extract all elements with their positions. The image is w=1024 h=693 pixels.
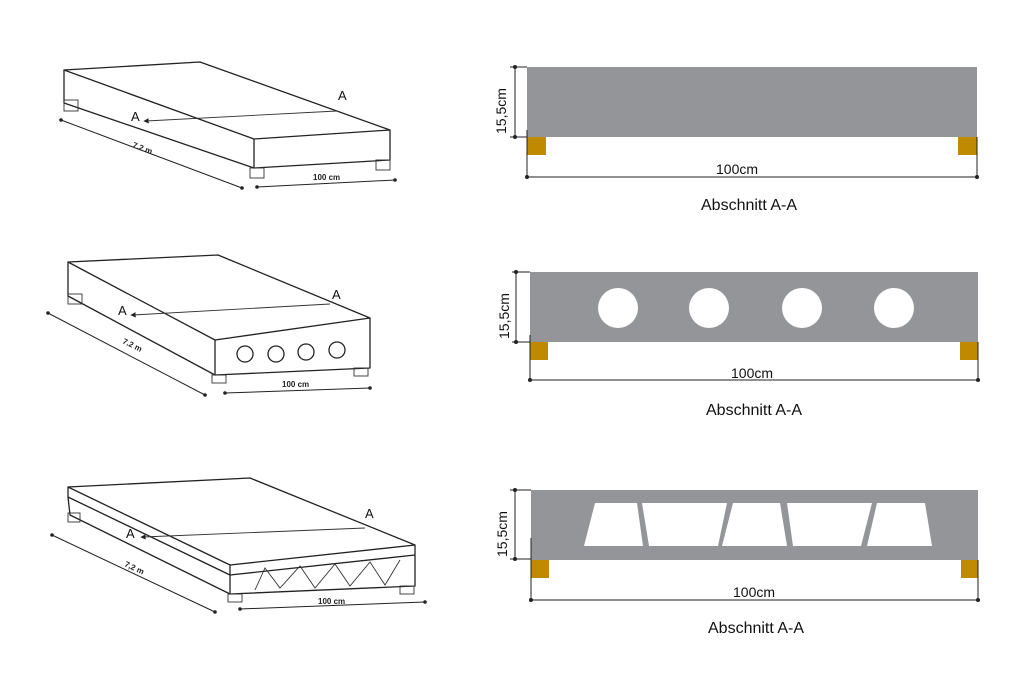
hollow-core bbox=[782, 288, 822, 328]
section-line bbox=[130, 303, 331, 318]
section-solid-slab: 15,5cm 100cm Abschnitt A-A bbox=[493, 65, 979, 214]
support-block bbox=[375, 159, 391, 171]
support-block bbox=[249, 167, 265, 179]
height-label: 15,5cm bbox=[496, 293, 512, 339]
void bbox=[722, 503, 787, 546]
height-label: 15,5cm bbox=[494, 511, 510, 557]
length-dimension bbox=[60, 119, 243, 189]
section-caption: Abschnitt A-A bbox=[708, 620, 804, 637]
width-label: 100 cm bbox=[313, 173, 340, 182]
width-label: 100cm bbox=[733, 584, 775, 600]
section-caption: Abschnitt A-A bbox=[701, 197, 797, 214]
length-label: 7.2 m bbox=[131, 140, 153, 156]
slab-section bbox=[527, 67, 977, 137]
support bbox=[530, 342, 548, 360]
hollow-cores bbox=[236, 341, 346, 363]
section-marker: A bbox=[126, 526, 135, 541]
section-hollow-core-slab: 15,5cm 100cm Abschnitt A-A bbox=[496, 270, 980, 419]
width-label: 100cm bbox=[716, 161, 758, 177]
support bbox=[527, 137, 546, 155]
section-marker: A bbox=[332, 287, 341, 302]
hollow-core bbox=[874, 288, 914, 328]
section-marker: A bbox=[131, 109, 140, 124]
support bbox=[531, 560, 549, 578]
section-marker: A bbox=[365, 506, 374, 521]
support bbox=[960, 342, 978, 360]
section-marker: A bbox=[338, 88, 347, 103]
hollow-core-slab-isometric: A A 7.2 m 100 cm bbox=[46, 254, 372, 397]
lattice-girder-slab-isometric: A A 7,2 m 100 cm bbox=[50, 477, 427, 614]
support bbox=[961, 560, 978, 578]
void bbox=[584, 503, 643, 546]
section-marker: A bbox=[118, 303, 127, 318]
width-label: 100 cm bbox=[282, 380, 309, 389]
void bbox=[642, 503, 727, 546]
length-label: 7.2 m bbox=[121, 337, 143, 354]
support-block bbox=[63, 99, 79, 112]
section-caption: Abschnitt A-A bbox=[706, 402, 802, 419]
width-label: 100cm bbox=[731, 365, 773, 381]
width-dimension bbox=[256, 179, 396, 188]
support bbox=[958, 137, 977, 155]
width-label: 100 cm bbox=[318, 597, 345, 606]
section-line bbox=[140, 527, 366, 540]
section-lattice-girder-slab: 15,5cm 100cm Abschnitt A-A bbox=[494, 488, 980, 637]
void bbox=[787, 503, 872, 546]
void bbox=[867, 503, 932, 546]
section-line bbox=[143, 110, 338, 124]
hollow-core bbox=[689, 288, 729, 328]
hollow-core bbox=[598, 288, 638, 328]
solid-slab-isometric: A A 7.2 m 100 cm bbox=[59, 61, 397, 190]
height-label: 15,5cm bbox=[493, 88, 509, 134]
